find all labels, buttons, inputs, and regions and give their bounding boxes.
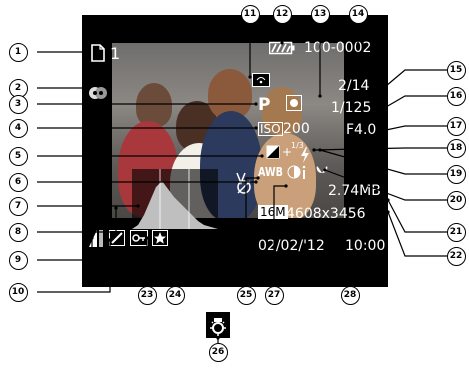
callout-label-9: 9 [9, 251, 28, 270]
callout-dot-25 [256, 176, 259, 179]
callout-label-11: 11 [241, 5, 260, 24]
callout-dot-9 [90, 236, 93, 239]
callout-label-10: 10 [9, 283, 28, 302]
callout-line-17 [386, 126, 447, 130]
callout-label-3: 3 [9, 95, 28, 114]
callout-line-9 [37, 238, 92, 260]
callout-dot-12 [280, 41, 283, 44]
callout-dot-11 [248, 75, 251, 78]
callout-dot-5 [260, 154, 263, 157]
callout-label-16: 16 [447, 87, 466, 106]
callout-dot-14 [356, 42, 359, 45]
callout-dot-2 [84, 86, 87, 89]
callout-label-24: 24 [166, 286, 185, 305]
callout-label-23: 23 [138, 286, 157, 305]
callout-dot-16 [384, 105, 387, 108]
callout-dot-7 [136, 204, 139, 207]
callout-dot-26 [216, 336, 219, 339]
callout-label-27: 27 [265, 286, 284, 305]
callout-line-21 [388, 200, 447, 232]
callout-dot-19 [318, 148, 321, 151]
callout-dot-1 [84, 50, 87, 53]
callout-dot-10 [108, 238, 111, 241]
callout-line-18 [314, 148, 447, 150]
callout-label-26: 26 [209, 343, 228, 362]
callout-label-21: 21 [447, 223, 466, 242]
callout-label-17: 17 [447, 117, 466, 136]
callout-label-18: 18 [447, 139, 466, 158]
callout-line-10 [37, 240, 110, 292]
callout-label-14: 14 [349, 5, 368, 24]
callout-line-16 [386, 96, 447, 107]
callout-label-6: 6 [9, 173, 28, 192]
callout-label-15: 15 [447, 61, 466, 80]
callout-dot-24 [173, 236, 176, 239]
callout-label-12: 12 [273, 5, 292, 24]
callout-dot-20 [323, 168, 326, 171]
callout-label-19: 19 [447, 165, 466, 184]
callout-dot-6 [254, 180, 257, 183]
callout-line-15 [386, 70, 447, 86]
callout-line-25 [246, 178, 258, 286]
callout-label-8: 8 [9, 223, 28, 242]
callout-dot-22 [386, 210, 389, 213]
callout-dot-15 [384, 84, 387, 87]
callout-line-19 [320, 150, 447, 174]
callout-label-1: 1 [9, 43, 28, 62]
callout-dot-4 [254, 126, 257, 129]
callout-dot-8 [114, 206, 117, 209]
callout-label-4: 4 [9, 119, 28, 138]
callout-label-28: 28 [341, 286, 360, 305]
callout-line-8 [37, 208, 116, 232]
callout-dot-3 [254, 102, 257, 105]
callout-line-27 [274, 186, 286, 286]
callout-label-20: 20 [447, 191, 466, 210]
callout-label-25: 25 [237, 286, 256, 305]
callout-label-7: 7 [9, 197, 28, 216]
callout-dot-21 [386, 198, 389, 201]
callout-dot-23 [145, 236, 148, 239]
callout-dot-18 [312, 148, 315, 151]
callout-dot-27 [284, 184, 287, 187]
callout-label-13: 13 [311, 5, 330, 24]
callout-dot-17 [384, 128, 387, 131]
callout-label-5: 5 [9, 147, 28, 166]
callout-dot-28 [348, 256, 351, 259]
callout-label-22: 22 [447, 247, 466, 266]
callout-dot-13 [318, 94, 321, 97]
callout-line-22 [388, 212, 447, 256]
